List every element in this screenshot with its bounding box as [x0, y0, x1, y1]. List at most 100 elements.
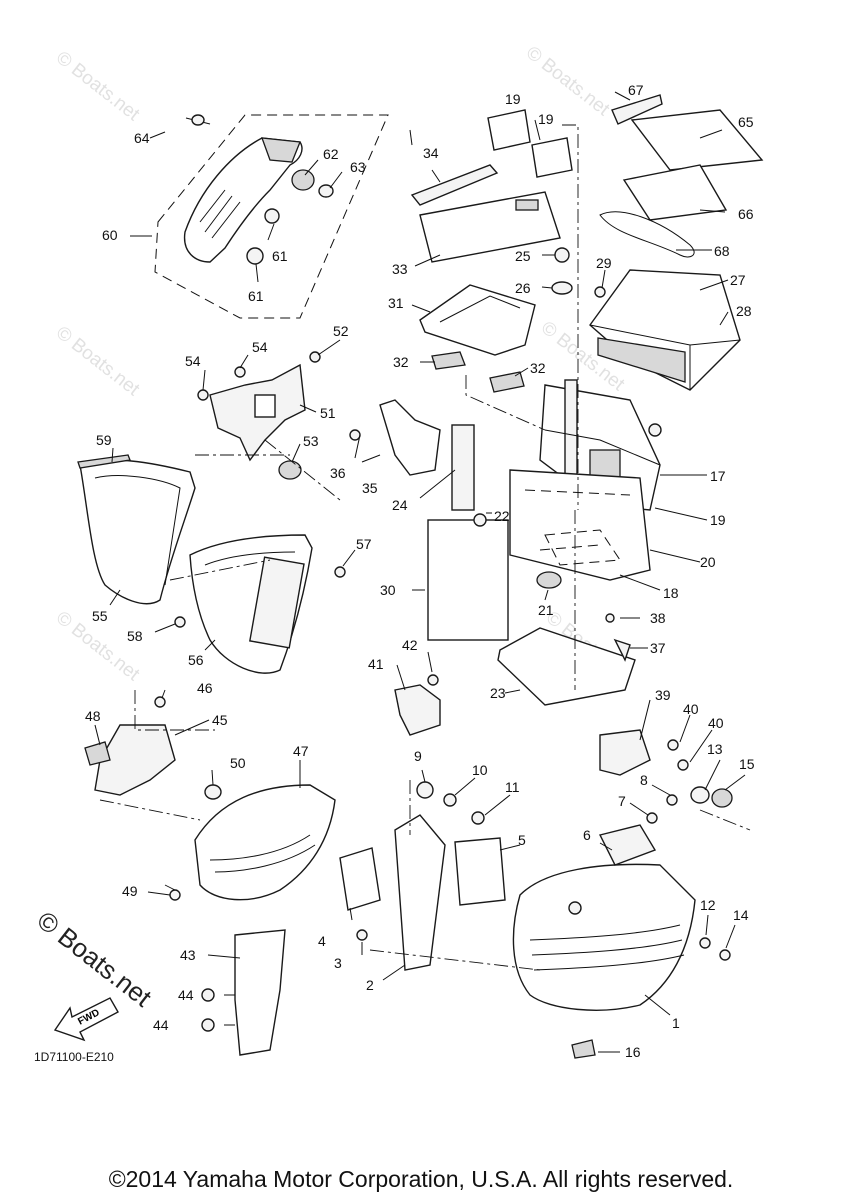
callout-6: 6	[583, 827, 591, 843]
callout-34: 34	[423, 145, 439, 161]
callout-49: 49	[122, 883, 138, 899]
callout-16: 16	[625, 1044, 641, 1060]
callout-55: 55	[92, 608, 108, 624]
callout-11: 11	[505, 779, 520, 795]
diagram-code: 1D71100-E210	[34, 1050, 114, 1064]
battery-holder-31	[419, 284, 536, 393]
callout-17: 17	[710, 468, 726, 484]
callout-31: 31	[388, 295, 404, 311]
callout-35: 35	[362, 480, 378, 496]
callout-51: 51	[320, 405, 336, 421]
callout-39: 39	[655, 687, 671, 703]
bracket-51	[195, 351, 341, 501]
callout-68: 68	[714, 243, 730, 259]
callout-19c: 19	[710, 512, 726, 528]
callout-3: 3	[334, 955, 342, 971]
callout-19b: 19	[538, 111, 554, 127]
callout-40b: 40	[708, 715, 724, 731]
side-cover-assembly-60	[154, 114, 389, 319]
callout-14: 14	[733, 907, 749, 923]
callout-54b: 54	[252, 339, 268, 355]
callout-22: 22	[494, 508, 510, 524]
callout-66: 66	[738, 206, 754, 222]
copyright-notice: ©2014 Yamaha Motor Corporation, U.S.A. A…	[108, 1166, 734, 1192]
callout-67: 67	[628, 82, 644, 98]
callout-1: 1	[672, 1015, 680, 1031]
callout-2: 2	[366, 977, 374, 993]
tool-kit	[599, 94, 764, 258]
callout-54a: 54	[185, 353, 201, 369]
callout-29: 29	[596, 255, 612, 271]
callout-44b: 44	[153, 1017, 169, 1033]
leader-lines	[94, 91, 746, 1053]
callout-42: 42	[402, 637, 418, 653]
callout-61a: 61	[272, 248, 288, 264]
bracket-35-damper-24	[349, 399, 475, 511]
svg-text:© Boats.net: © Boats.net	[52, 47, 144, 125]
callout-62: 62	[323, 146, 339, 162]
callout-4: 4	[318, 933, 326, 949]
callout-64: 64	[134, 130, 150, 146]
callout-30: 30	[380, 582, 396, 598]
callout-21: 21	[538, 602, 554, 618]
battery-cover	[410, 109, 573, 263]
callout-32a: 32	[393, 354, 409, 370]
assembly-lines	[99, 124, 751, 971]
battery-20	[509, 469, 651, 581]
callout-36: 36	[330, 465, 346, 481]
callout-40a: 40	[683, 701, 699, 717]
callout-60: 60	[102, 227, 118, 243]
callout-18: 18	[663, 585, 679, 601]
callout-59: 59	[96, 432, 112, 448]
svg-text:© Boats.net: © Boats.net	[52, 322, 144, 400]
callout-57: 57	[356, 536, 372, 552]
callout-38: 38	[650, 610, 666, 626]
callout-61b: 61	[248, 288, 264, 304]
callout-43: 43	[180, 947, 196, 963]
bracket-43	[201, 929, 286, 1056]
tray-27-28	[589, 269, 741, 391]
center-cover-pieces	[339, 781, 506, 971]
callout-50: 50	[230, 755, 246, 771]
callout-53: 53	[303, 433, 319, 449]
callout-33: 33	[392, 261, 408, 277]
callout-20: 20	[700, 554, 716, 570]
callout-47: 47	[293, 743, 309, 759]
callout-13: 13	[707, 741, 723, 757]
right-cover-1	[512, 824, 731, 1059]
bracket-41	[394, 674, 441, 736]
callout-25: 25	[515, 248, 531, 264]
callout-23: 23	[490, 685, 506, 701]
callout-46: 46	[197, 680, 213, 696]
bracket-45	[84, 696, 222, 800]
callout-8: 8	[640, 772, 648, 788]
callout-27: 27	[730, 272, 746, 288]
callout-48: 48	[85, 708, 101, 724]
callout-44a: 44	[178, 987, 194, 1003]
fwd-arrow-icon: FWD	[53, 997, 119, 1042]
callout-58: 58	[127, 628, 143, 644]
callout-24: 24	[392, 497, 408, 513]
svg-text:© Boats.net: © Boats.net	[522, 42, 614, 120]
bracket-39	[599, 729, 733, 824]
callout-12: 12	[700, 897, 716, 913]
callout-10: 10	[472, 762, 488, 778]
callout-32b: 32	[530, 360, 546, 376]
callout-15: 15	[739, 756, 755, 772]
callout-52: 52	[333, 323, 349, 339]
plate-30	[427, 513, 636, 706]
callout-26: 26	[515, 280, 531, 296]
callout-37: 37	[650, 640, 666, 656]
callout-5: 5	[518, 832, 526, 848]
callout-63: 63	[350, 159, 366, 175]
callout-56: 56	[188, 652, 204, 668]
callout-19a: 19	[505, 91, 521, 107]
callout-28: 28	[736, 303, 752, 319]
callout-45: 45	[212, 712, 228, 728]
callout-numbers: 1 2 3 4 5 6 7 8 9 10 11 12 13 14 15 16 1…	[85, 82, 755, 1060]
callout-65: 65	[738, 114, 754, 130]
left-side-covers	[77, 454, 346, 674]
callout-7: 7	[618, 793, 626, 809]
callout-9: 9	[414, 748, 422, 764]
